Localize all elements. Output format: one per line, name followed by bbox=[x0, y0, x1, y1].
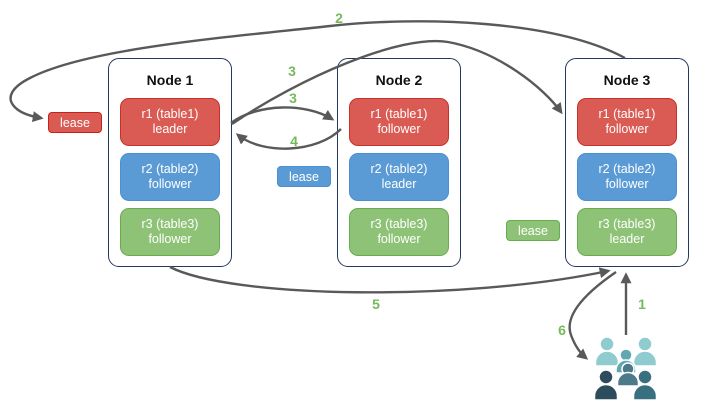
step-label-1: 1 bbox=[638, 296, 646, 312]
node-1-replica-r2: r2 (table2) follower bbox=[120, 153, 220, 201]
replica-role: leader bbox=[152, 122, 188, 136]
replica-label: r1 (table1) bbox=[370, 107, 428, 121]
node-3-replica-r1: r1 (table1) follower bbox=[577, 98, 677, 146]
user-middle bbox=[615, 348, 637, 374]
users-icon bbox=[593, 336, 658, 401]
node-2: Node 2 r1 (table1) follower r2 (table2) … bbox=[337, 58, 461, 267]
step-label-4: 4 bbox=[290, 133, 298, 149]
user-back-left bbox=[594, 336, 620, 367]
user-front-left bbox=[593, 369, 619, 401]
node-3: Node 3 r1 (table1) follower r2 (table2) … bbox=[565, 58, 689, 267]
replica-role: follower bbox=[605, 177, 649, 191]
replica-label: r3 (table3) bbox=[141, 217, 199, 231]
replica-label: r2 (table2) bbox=[598, 162, 656, 176]
node-3-replica-r3: r3 (table3) leader bbox=[577, 208, 677, 256]
replica-label: r3 (table3) bbox=[598, 217, 656, 231]
node-3-replica-r2: r2 (table2) follower bbox=[577, 153, 677, 201]
step-label-3b: 3 bbox=[289, 90, 297, 106]
replica-label: r2 (table2) bbox=[141, 162, 199, 176]
step-label-6: 6 bbox=[558, 322, 566, 338]
arrow-step-5 bbox=[169, 265, 611, 294]
arrow-step-3-to-node2 bbox=[230, 106, 335, 124]
node-1-replica-r1: r1 (table1) leader bbox=[120, 98, 220, 146]
user-back-right bbox=[632, 336, 658, 367]
node-2-title: Node 2 bbox=[375, 72, 423, 88]
node-1: Node 1 r1 (table1) leader r2 (table2) fo… bbox=[108, 58, 232, 267]
arrow-step-2 bbox=[9, 20, 626, 123]
node-2-replica-r1: r1 (table1) follower bbox=[349, 98, 449, 146]
step-label-5: 5 bbox=[372, 296, 380, 312]
replica-label: r2 (table2) bbox=[370, 162, 428, 176]
replica-role: follower bbox=[377, 232, 421, 246]
replica-role: follower bbox=[148, 177, 192, 191]
node-1-replica-r3: r3 (table3) follower bbox=[120, 208, 220, 256]
user-front-center bbox=[616, 362, 640, 387]
replica-role: leader bbox=[609, 232, 645, 246]
replica-label: r3 (table3) bbox=[370, 217, 428, 231]
step-label-3a: 3 bbox=[288, 63, 296, 79]
node-3-title: Node 3 bbox=[603, 72, 651, 88]
replica-role: follower bbox=[148, 232, 192, 246]
node-1-title: Node 1 bbox=[146, 72, 194, 88]
replica-label: r1 (table1) bbox=[141, 107, 199, 121]
arrow-step-6 bbox=[568, 271, 617, 360]
lease-badge-green: lease bbox=[506, 220, 560, 241]
replica-role: follower bbox=[605, 122, 649, 136]
node-2-replica-r3: r3 (table3) follower bbox=[349, 208, 449, 256]
step-label-2: 2 bbox=[335, 10, 343, 26]
replica-label: r1 (table1) bbox=[598, 107, 656, 121]
user-front-right bbox=[632, 369, 658, 401]
lease-badge-blue: lease bbox=[277, 166, 331, 187]
replica-role: leader bbox=[381, 177, 417, 191]
replica-role: follower bbox=[377, 122, 421, 136]
node-2-replica-r2: r2 (table2) leader bbox=[349, 153, 449, 201]
lease-badge-red: lease bbox=[48, 112, 102, 133]
